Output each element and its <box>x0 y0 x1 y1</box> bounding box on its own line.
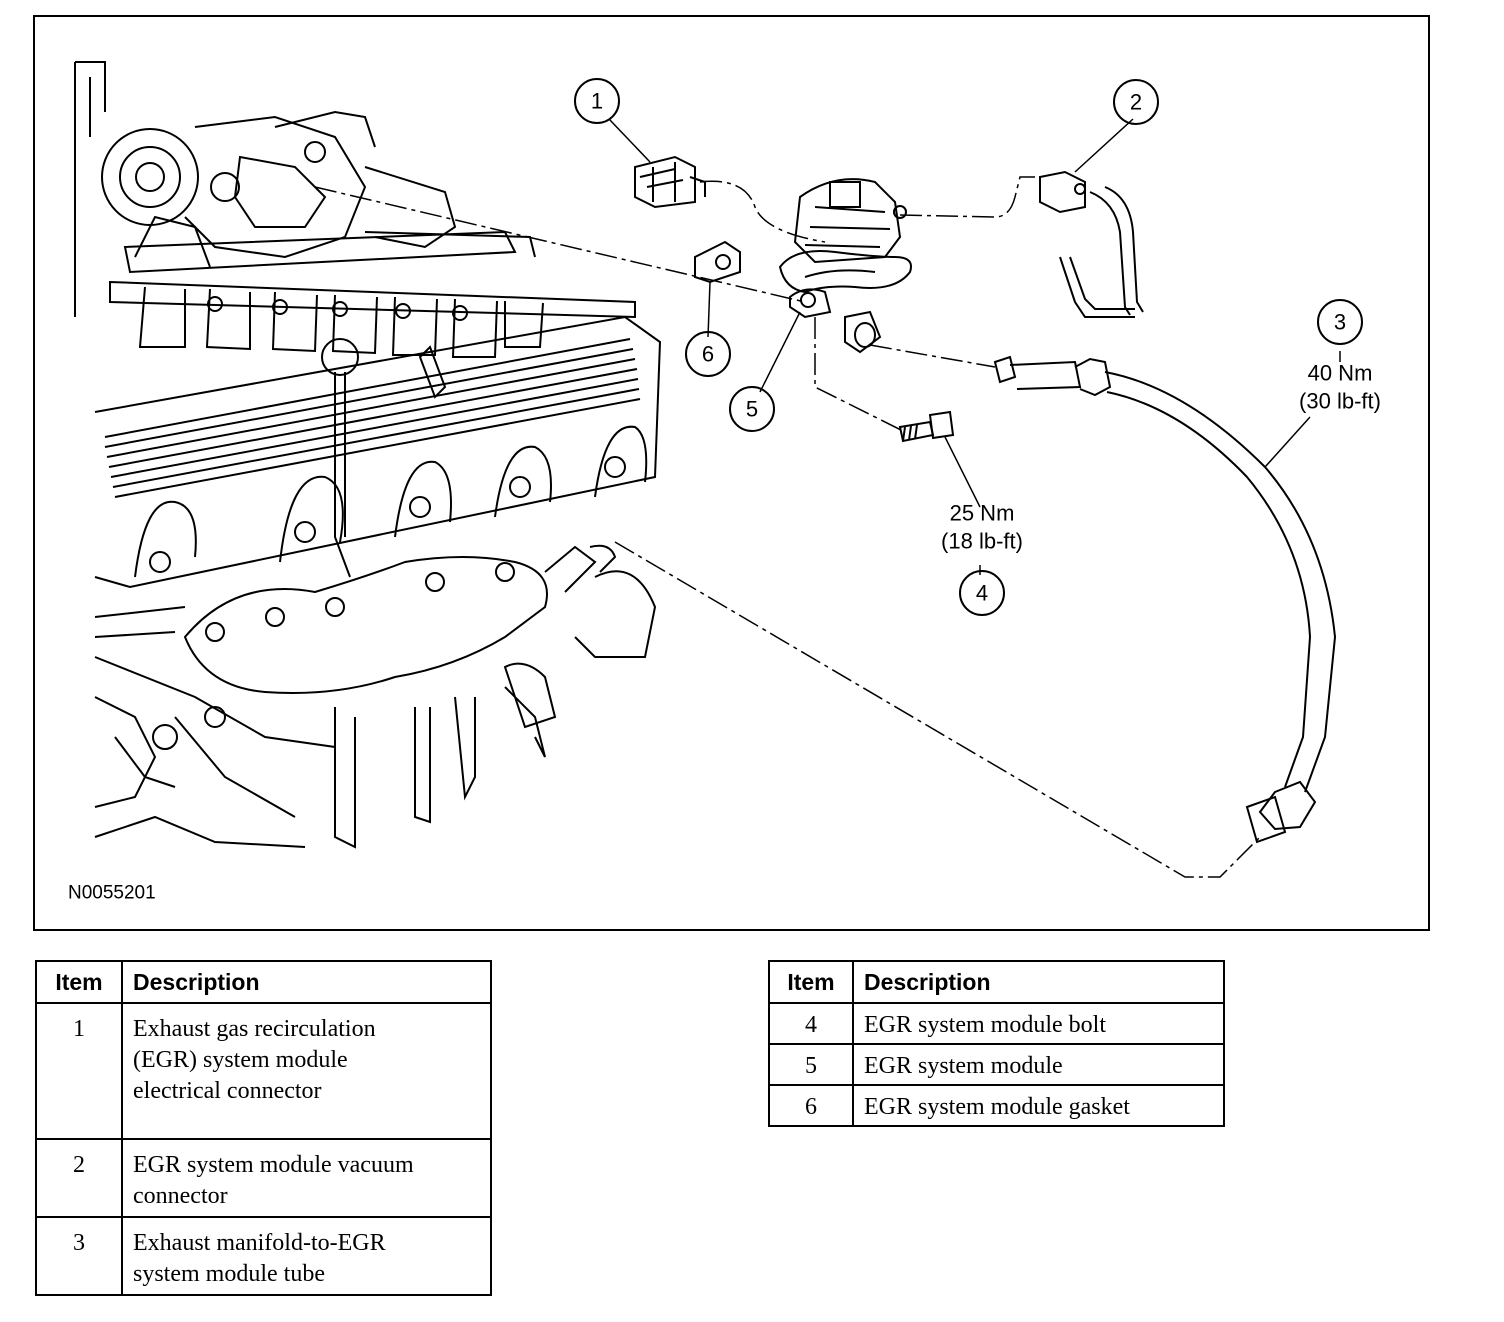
part-egr-tube <box>993 355 1337 844</box>
legend-row: 3 Exhaust manifold-to-EGR system module … <box>35 1216 492 1296</box>
legend-row: 5 EGR system module <box>768 1043 1225 1086</box>
part-electrical-connector <box>634 155 706 209</box>
legend-header-item: Item <box>35 960 123 1004</box>
legend-header-item: Item <box>768 960 854 1004</box>
legend-item-number: 5 <box>768 1043 854 1086</box>
callout-1-number: 1 <box>591 89 603 114</box>
legend-item-number: 4 <box>768 1002 854 1045</box>
legend-item-number: 3 <box>35 1216 123 1296</box>
legend-row: 2 EGR system module vacuum connector <box>35 1138 492 1218</box>
legend-item-description: EGR system module gasket <box>852 1084 1225 1127</box>
legend-item-description: Exhaust manifold-to-EGR system module tu… <box>121 1216 492 1296</box>
legend-row: 6 EGR system module gasket <box>768 1084 1225 1127</box>
legend-item-number: 2 <box>35 1138 123 1218</box>
figure-code: N0055201 <box>68 883 156 904</box>
callout-leaders <box>608 118 1341 575</box>
callout-4-number: 4 <box>976 581 988 606</box>
egr-diagram-figure: 1 2 3 40 Nm (30 lb-ft) 4 25 Nm (18 lb-ft… <box>33 15 1430 931</box>
callout-4-torque-lbft: (18 lb-ft) <box>941 529 1023 554</box>
legend-header-description: Description <box>121 960 492 1004</box>
callout-2-number: 2 <box>1130 90 1142 115</box>
legend-desc-line: electrical connector <box>133 1078 322 1104</box>
callout-5-circle <box>729 386 775 432</box>
legend-item-description: EGR system module vacuum connector <box>121 1138 492 1218</box>
legend-header-description: Description <box>852 960 1225 1004</box>
part-egr-module <box>778 178 912 354</box>
callout-6-circle <box>685 331 731 377</box>
engine-drawing <box>74 61 662 849</box>
callout-5-number: 5 <box>746 397 758 422</box>
callout-6-number: 6 <box>702 342 714 367</box>
callout-4-circle <box>959 570 1005 616</box>
part-gasket <box>694 240 741 284</box>
legend-item-number: 6 <box>768 1084 854 1127</box>
callout-4-torque-nm: 25 Nm <box>950 501 1015 526</box>
callout-3-torque-nm: 40 Nm <box>1308 361 1373 386</box>
legend-item-description: Exhaust gas recirculation (EGR) system m… <box>121 1002 492 1140</box>
legend-desc-line: EGR system module bolt <box>864 1012 1106 1038</box>
legend-desc-line: Exhaust gas recirculation <box>133 1016 376 1042</box>
legend-header-row: Item Description <box>35 960 492 1004</box>
part-bolt <box>898 410 955 443</box>
legend-table-right: Item Description 4 EGR system module bol… <box>768 960 1225 1127</box>
legend-item-description: EGR system module bolt <box>852 1002 1225 1045</box>
egr-diagram-svg: 1 2 3 40 Nm (30 lb-ft) 4 25 Nm (18 lb-ft… <box>68 61 1381 904</box>
callout-2-circle <box>1113 79 1159 125</box>
legend-desc-line: system module tube <box>133 1261 325 1287</box>
callout-3-circle <box>1317 299 1363 345</box>
legend-item-description: EGR system module <box>852 1043 1225 1086</box>
callout-1-circle <box>574 78 620 124</box>
legend-header-row: Item Description <box>768 960 1225 1004</box>
alignment-lines <box>314 176 1261 878</box>
legend-row: 4 EGR system module bolt <box>768 1002 1225 1045</box>
callout-circles <box>574 78 1363 616</box>
legend-desc-line: EGR system module vacuum <box>133 1152 414 1178</box>
legend-item-number: 1 <box>35 1002 123 1140</box>
legend-table-left: Item Description 1 Exhaust gas recircula… <box>35 960 492 1296</box>
legend-desc-line: connector <box>133 1183 228 1209</box>
legend-desc-line: EGR system module <box>864 1053 1063 1079</box>
part-vacuum-connector <box>1039 170 1144 318</box>
legend-desc-line: (EGR) system module <box>133 1047 348 1073</box>
callout-3-number: 3 <box>1334 310 1346 335</box>
callout-3-torque-lbft: (30 lb-ft) <box>1299 389 1381 414</box>
legend-row: 1 Exhaust gas recirculation (EGR) system… <box>35 1002 492 1140</box>
legend-desc-line: EGR system module gasket <box>864 1094 1130 1120</box>
legend-desc-line: Exhaust manifold-to-EGR <box>133 1230 386 1256</box>
